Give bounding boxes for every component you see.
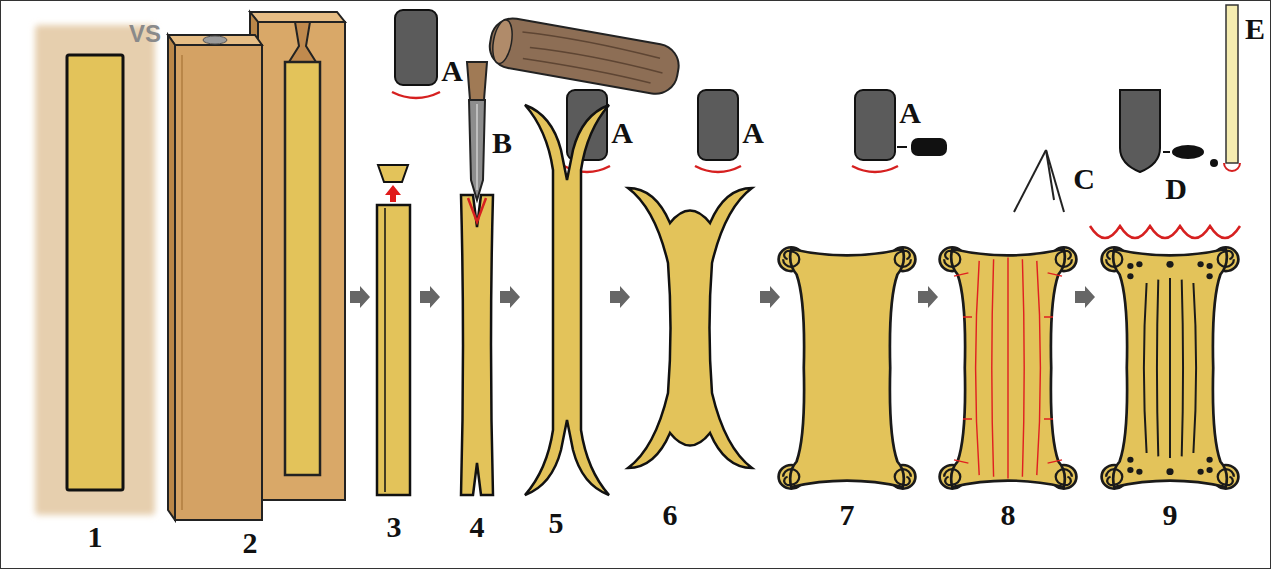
step-number: 6 <box>663 500 678 530</box>
step-number: 5 <box>549 508 564 538</box>
tool-letter: D <box>1165 174 1187 204</box>
tool-letter: A <box>742 118 764 148</box>
step-number: 4 <box>470 512 485 542</box>
tool-letter: B <box>492 128 512 158</box>
step-number: 3 <box>387 512 402 542</box>
tool-letter: A <box>611 118 633 148</box>
step-number: 2 <box>243 528 258 558</box>
step-number: 8 <box>1001 500 1016 530</box>
tool-letter: A <box>441 56 463 86</box>
step-number: 1 <box>88 522 103 552</box>
step-number: 7 <box>840 500 855 530</box>
step-number: 9 <box>1163 500 1178 530</box>
comparison-mark: VS <box>129 22 161 46</box>
tool-letter: A <box>899 98 921 128</box>
tool-letter: C <box>1073 164 1095 194</box>
tool-letter: E <box>1245 14 1265 44</box>
